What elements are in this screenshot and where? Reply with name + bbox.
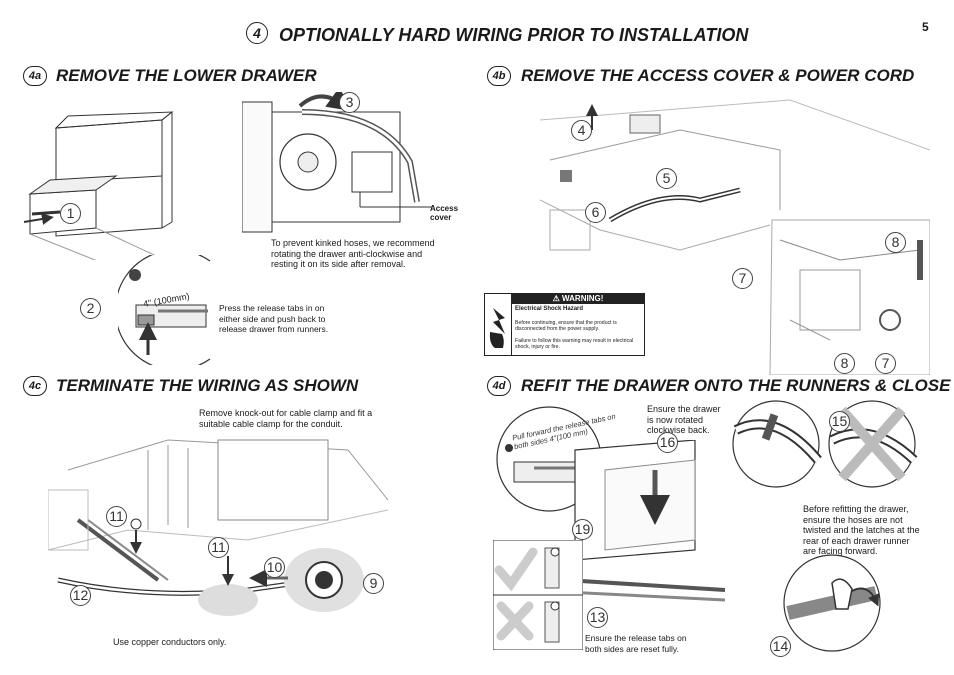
step-number-12: 12 bbox=[70, 585, 91, 606]
release-note: Press the release tabs in on either side… bbox=[219, 303, 329, 334]
step-number-7a: 7 bbox=[732, 268, 753, 289]
step-number-5: 5 bbox=[656, 168, 677, 189]
step-badge: 4 bbox=[246, 22, 268, 44]
hose-check-closeups bbox=[732, 400, 918, 488]
page-title: OPTIONALLY HARD WIRING PRIOR TO INSTALLA… bbox=[279, 25, 749, 45]
rotated-note: Ensure the drawer is now rotated clockwi… bbox=[647, 404, 721, 435]
step-number-19: 19 bbox=[572, 519, 593, 540]
warning-line-2: Failure to follow this warning may resul… bbox=[515, 338, 634, 350]
step-number-8b: 8 bbox=[834, 353, 855, 374]
step-number-11b: 11 bbox=[208, 537, 229, 558]
step-number-1: 1 bbox=[60, 203, 81, 224]
access-cover-label: Access cover bbox=[430, 204, 459, 222]
section-badge-4d: 4d bbox=[487, 376, 511, 396]
step-number-11a: 11 bbox=[106, 506, 127, 527]
page-number: 5 bbox=[922, 20, 929, 34]
section-badge-4c: 4c bbox=[23, 376, 47, 396]
step-number-8a: 8 bbox=[885, 232, 906, 253]
drawer-refit-illustration bbox=[565, 440, 725, 602]
step-number-16: 16 bbox=[657, 432, 678, 453]
step-number-6: 6 bbox=[585, 202, 606, 223]
section-title-4a: REMOVE THE LOWER DRAWER bbox=[56, 66, 317, 85]
step-number-10: 10 bbox=[264, 557, 285, 578]
step-number-7b: 7 bbox=[875, 353, 896, 374]
copper-note: Use copper conductors only. bbox=[113, 637, 227, 647]
knockout-note: Remove knock-out for cable clamp and fit… bbox=[199, 408, 373, 429]
rotate-note: To prevent kinked hoses, we recommend ro… bbox=[271, 238, 435, 269]
section-badge-4b: 4b bbox=[487, 66, 511, 86]
reset-note: Ensure the release tabs on both sides ar… bbox=[585, 633, 687, 654]
latch-closeup bbox=[783, 554, 881, 652]
step-number-2: 2 bbox=[80, 298, 101, 319]
tab-reset-comparison bbox=[493, 540, 583, 650]
wiring-illustration bbox=[48, 439, 389, 616]
warning-line-1: Before continuing, ensure that the produ… bbox=[515, 320, 617, 332]
step-number-15: 15 bbox=[829, 411, 850, 432]
hoses-note: Before refitting the drawer, ensure the … bbox=[803, 504, 920, 556]
step-number-14: 14 bbox=[770, 636, 791, 657]
section-title-4d: REFIT THE DRAWER ONTO THE RUNNERS & CLOS… bbox=[521, 376, 951, 395]
step-number-3: 3 bbox=[339, 92, 360, 113]
step-number-9: 9 bbox=[363, 573, 384, 594]
step-number-4: 4 bbox=[571, 120, 592, 141]
section-badge-4a: 4a bbox=[23, 66, 47, 86]
drawer-cabinet-illustration bbox=[23, 111, 174, 260]
drawer-rotation-illustration bbox=[242, 92, 432, 233]
electric-shock-icon bbox=[485, 294, 512, 355]
warning-box: ⚠ WARNING! Electrical Shock Hazard Befor… bbox=[484, 293, 645, 356]
warning-label: ⚠ WARNING! bbox=[512, 294, 644, 304]
release-tab-closeup bbox=[118, 255, 211, 365]
step-number-13: 13 bbox=[587, 607, 608, 628]
section-title-4c: TERMINATE THE WIRING AS SHOWN bbox=[56, 376, 359, 395]
section-title-4b: REMOVE THE ACCESS COVER & POWER CORD bbox=[521, 66, 915, 85]
hazard-title: Electrical Shock Hazard bbox=[515, 306, 584, 312]
